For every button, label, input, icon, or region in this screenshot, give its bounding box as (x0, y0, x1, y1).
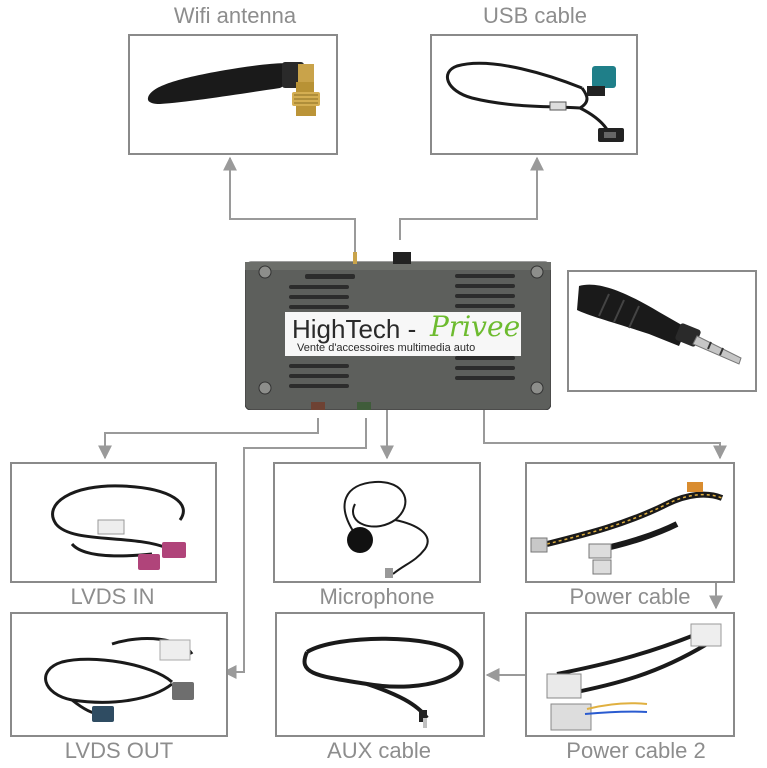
label-microphone: Microphone (319, 584, 435, 609)
wifi-antenna-image (147, 62, 320, 116)
label-power-cable: Power cable (569, 584, 691, 609)
label-aux-cable: AUX cable (327, 738, 431, 763)
panel-jack-connector (567, 270, 757, 392)
label-lvds-out: LVDS OUT (64, 738, 174, 763)
device-brand-subtitle: Vente d'accessoires multimedia auto (297, 342, 476, 354)
jack-connector-image (577, 284, 742, 365)
panel-power-cable (525, 462, 735, 583)
arrow-to-lvds-out (222, 418, 367, 679)
device-brand-main: HighTech - (292, 314, 417, 344)
usb-cable-image (446, 61, 624, 142)
power-cable-image (530, 482, 724, 575)
power-cable-2-image (546, 623, 722, 731)
label-usb-cable: USB cable (483, 3, 587, 28)
lvds-out-image (44, 637, 194, 722)
panel-usb-cable (430, 34, 638, 155)
label-lvds-in: LVDS IN (70, 584, 155, 609)
panel-lvds-out (10, 612, 228, 737)
lvds-in-image (51, 484, 186, 570)
aux-cable-image (302, 636, 464, 728)
arrow-to-power (483, 406, 727, 460)
panel-power-cable-2 (525, 612, 735, 737)
panel-microphone (273, 462, 481, 583)
arrow-to-lvds-in (98, 418, 319, 460)
arrow-to-wifi (223, 156, 356, 252)
main-device (245, 252, 551, 410)
arrow-to-usb (399, 156, 544, 240)
panel-lvds-in (10, 462, 217, 583)
panel-aux-cable (275, 612, 485, 737)
device-brand-accent: Privee (430, 310, 521, 343)
label-wifi-antenna: Wifi antenna (173, 3, 297, 28)
panel-wifi-antenna (128, 34, 338, 155)
microphone-image (343, 480, 429, 578)
label-power-cable-2: Power cable 2 (566, 738, 706, 763)
